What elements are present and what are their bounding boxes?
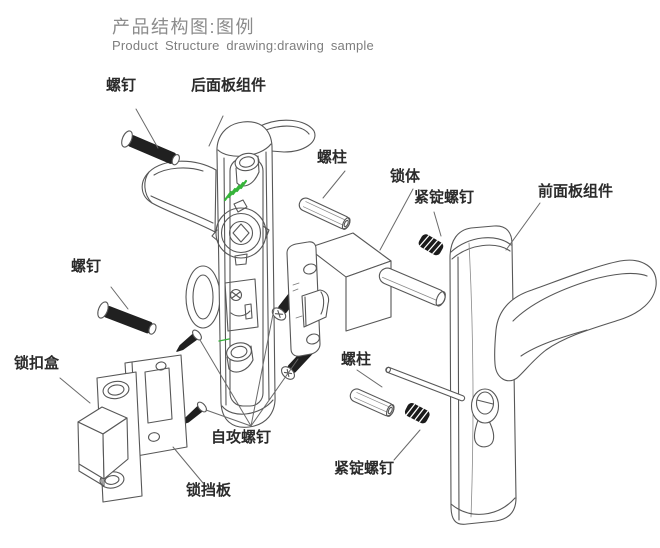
key-cylinder-drawing: [470, 388, 500, 448]
label-strike-box: 锁扣盒: [14, 355, 60, 372]
label-screw-top: 螺钉: [106, 77, 137, 94]
spindle-rod-drawing: [385, 366, 466, 402]
stud-top-drawing: [298, 197, 351, 230]
page-subtitle: Product Structure drawing:drawing sample: [112, 38, 374, 53]
label-lock-body: 锁体: [390, 168, 421, 185]
self-tapping-screw-mid: [176, 329, 202, 352]
front-panel-assembly-drawing: [385, 225, 657, 525]
page-title: 产品结构图:图例: [112, 17, 256, 37]
label-front-panel-assembly: 前面板组件: [538, 183, 614, 200]
machine-screw-top: [121, 130, 180, 166]
set-screw-bottom-drawing: [404, 403, 430, 424]
label-set-screw-bottom: 紧锭螺钉: [334, 460, 395, 477]
label-self-tapping-screw: 自攻螺钉: [211, 429, 272, 446]
leader-lines: [59, 108, 541, 484]
label-screw-mid: 螺钉: [71, 258, 102, 275]
rear-panel-assembly-drawing: [141, 119, 316, 428]
label-strike-plate: 锁挡板: [186, 482, 232, 499]
lock-body-drawing: [286, 232, 446, 357]
label-set-screw-top: 紧锭螺钉: [414, 189, 475, 206]
set-screw-top-drawing: [418, 234, 444, 256]
machine-screw-mid: [97, 301, 157, 335]
label-stud-bottom: 螺柱: [341, 351, 372, 368]
label-stud-top: 螺柱: [317, 149, 348, 166]
green-highlight-mark: [218, 179, 248, 342]
label-rear-panel-assembly: 后面板组件: [191, 77, 267, 94]
strike-box-drawing: [77, 371, 143, 503]
stud-bottom-drawing: [349, 388, 395, 417]
